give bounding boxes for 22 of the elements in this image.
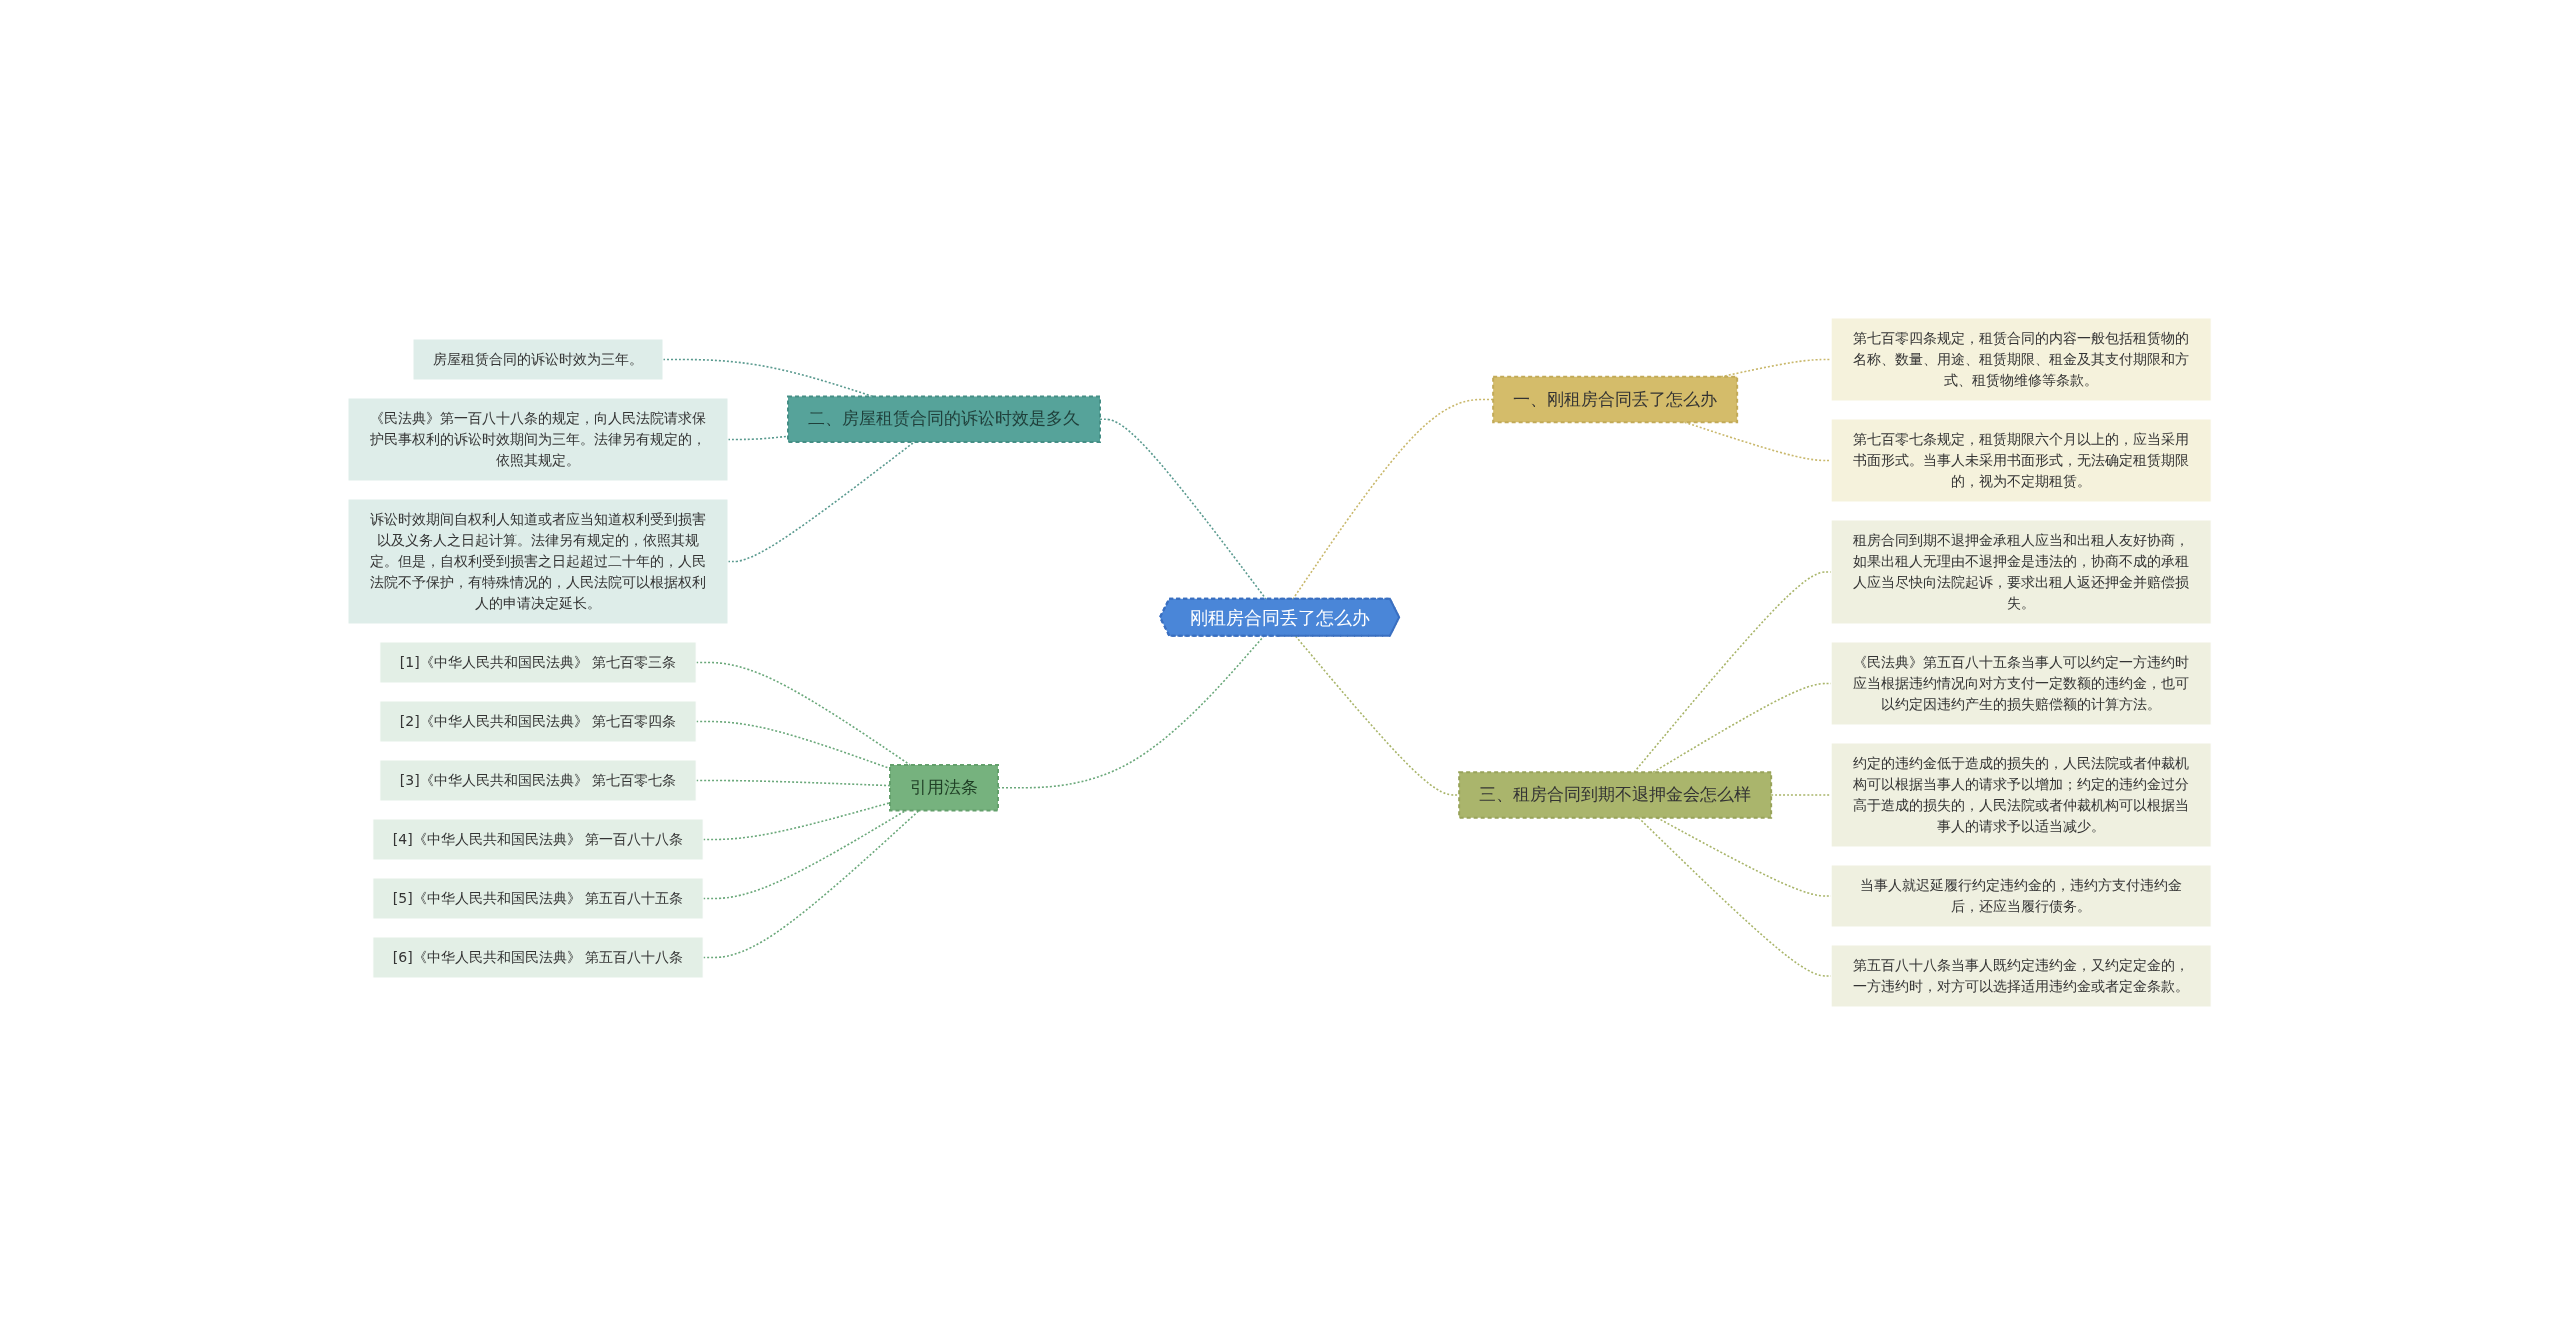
- node-box: [3]《中华人民共和国民法典》 第七百零七条: [379, 759, 698, 802]
- node-box: 引用法条: [889, 764, 1000, 812]
- node-box: 第七百零四条规定，租赁合同的内容一般包括租赁物的名称、数量、用途、租赁期限、租金及其支付期限和方式、租赁物维修等条款。: [1831, 317, 2213, 402]
- node-box: 诉讼时效期间自权利人知道或者应当知道权利受到损害以及义务人之日起计算。法律另有规定的，依照其规定。但是，自权利受到损害之日起超过二十年的，人民法院不予保护，有特殊情况的，人民法院可以根据权利人的申请决定延长。: [347, 498, 729, 625]
- node-box: [4]《中华人民共和国民法典》 第一百八十八条: [372, 818, 705, 861]
- node-box: [5]《中华人民共和国民法典》 第五百八十五条: [372, 877, 705, 920]
- node-box: 一、刚租房合同丢了怎么办: [1492, 375, 1739, 424]
- node-box: 房屋租赁合同的诉讼时效为三年。: [412, 338, 664, 381]
- node-box: 第五百八十八条当事人既约定违约金，又约定定金的，一方违约时，对方可以选择适用违约金或者定金条款。: [1831, 944, 2213, 1008]
- node-box: 《民法典》第一百八十八条的规定，向人民法院请求保护民事权利的诉讼时效期间为三年。法律另有规定的，依照其规定。: [347, 397, 729, 482]
- node-box: [6]《中华人民共和国民法典》 第五百八十八条: [372, 936, 705, 979]
- node-box: 约定的违约金低于造成的损失的，人民法院或者仲裁机构可以根据当事人的请求予以增加；约定的违约金过分高于造成的损失的，人民法院或者仲裁机构可以根据当事人的请求予以适当减少。: [1831, 742, 2213, 848]
- connector: [702, 809, 907, 900]
- node-box: [2]《中华人民共和国民法典》 第七百零四条: [379, 700, 698, 743]
- node-box: 《民法典》第五百八十五条当事人可以约定一方违约时应当根据违约情况向对方支付一定数额的违约金，也可以约定因违约产生的损失赔偿额的计算方法。: [1831, 641, 2213, 726]
- node-box: 当事人就迟延履行约定违约金的，违约方支付违约金后，还应当履行债务。: [1831, 864, 2213, 928]
- node-box: 租房合同到期不退押金承租人应当和出租人友好协商，如果出租人无理由不退押金是违法的，协商不成的承租人应当尽快向法院起诉，要求出租人返还押金并赔偿损失。: [1831, 519, 2213, 625]
- node-box: 第七百零七条规定，租赁期限六个月以上的，应当采用书面形式。当事人未采用书面形式，无法确定租赁期限的，视为不定期租赁。: [1831, 418, 2213, 503]
- node-box: 三、租房合同到期不退押金会怎么样: [1458, 771, 1773, 819]
- node-box: 二、房屋租赁合同的诉讼时效是多久: [787, 395, 1102, 443]
- node-box: [1]《中华人民共和国民法典》 第七百零三条: [379, 641, 698, 684]
- connector: [702, 809, 921, 959]
